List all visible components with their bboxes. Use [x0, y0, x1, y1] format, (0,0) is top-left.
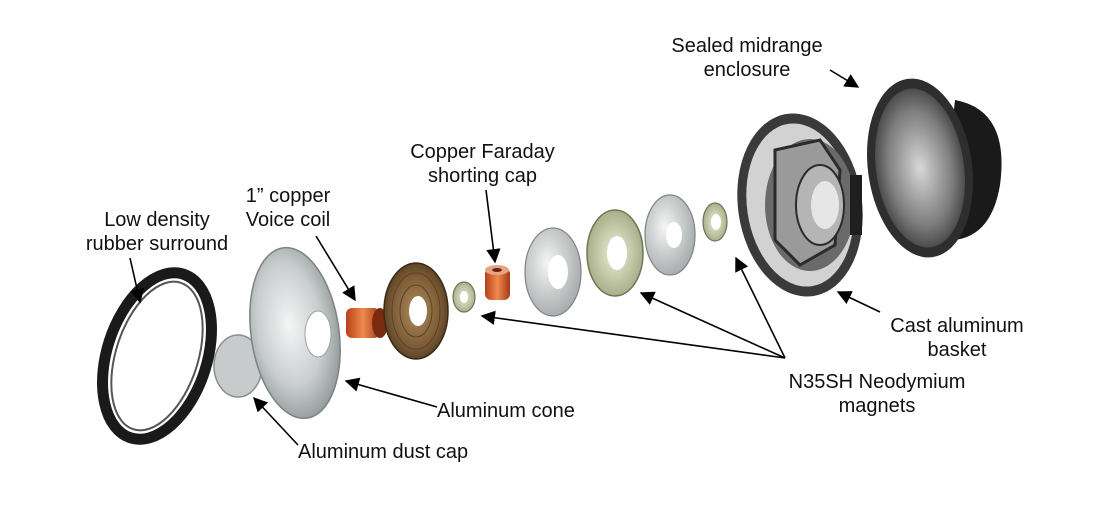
- arrow-basket: [836, 291, 881, 313]
- arrow-magnet-1: [480, 310, 786, 359]
- arrow-dust-cap: [253, 396, 299, 446]
- arrow-magnet-2: [639, 291, 786, 359]
- arrow-enclosure: [829, 69, 860, 88]
- label-cone: Aluminum cone: [437, 400, 575, 422]
- magnet-small-right-part: [702, 202, 728, 242]
- back-plate-part: [644, 194, 696, 276]
- label-dust-cap: Aluminum dust cap: [298, 441, 469, 463]
- leader-arrows: [129, 69, 881, 446]
- label-faraday-cap: Copper Faraday shorting cap: [410, 141, 555, 187]
- magnet-ring-part: [586, 209, 644, 297]
- basket-part: [737, 113, 863, 297]
- spider-part: [383, 262, 449, 360]
- arrow-faraday: [485, 189, 501, 264]
- rubber-surround-part: [97, 267, 217, 445]
- label-basket: Cast aluminum basket: [890, 315, 1024, 361]
- label-surround: Low density rubber surround: [85, 209, 229, 255]
- enclosure-part: [867, 78, 1002, 258]
- pole-plate-part: [524, 227, 582, 317]
- arrow-surround: [129, 257, 145, 304]
- arrow-voice-coil: [315, 235, 356, 302]
- arrow-magnet-3: [735, 256, 786, 359]
- label-enclosure: Sealed midrange enclosure: [671, 35, 823, 81]
- faraday-cap-part: [485, 265, 510, 300]
- label-voice-coil: 1” copper Voice coil: [245, 185, 331, 231]
- voice-coil-part: [346, 308, 388, 338]
- arrow-cone: [344, 377, 438, 408]
- aluminum-cone-part: [249, 246, 341, 420]
- magnet-small-part: [452, 281, 476, 313]
- label-magnets: N35SH Neodymium magnets: [788, 371, 966, 417]
